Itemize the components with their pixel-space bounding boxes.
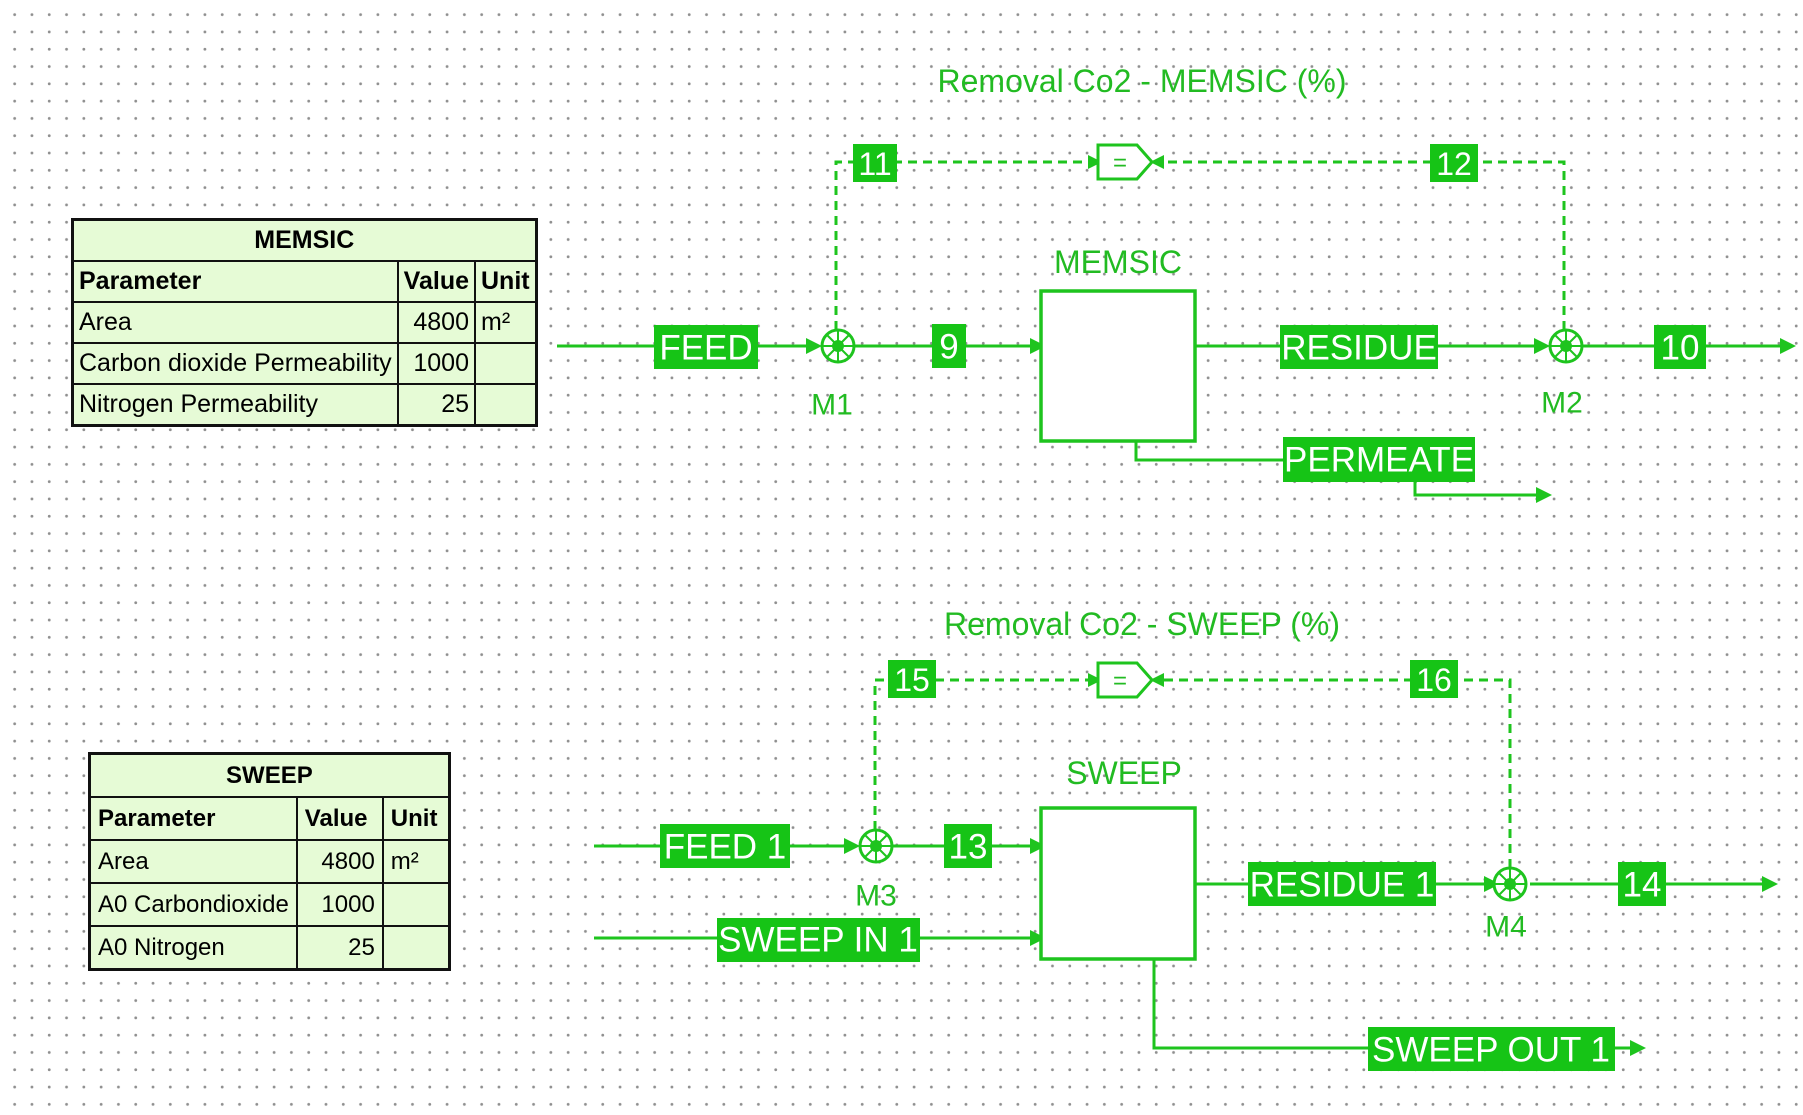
column-header-unit: Unit xyxy=(473,260,538,303)
mixer-m2-icon[interactable] xyxy=(1548,328,1584,364)
unit-cell xyxy=(473,383,538,427)
stream-label-15[interactable]: 15 xyxy=(888,660,936,698)
stream-label-16[interactable]: 16 xyxy=(1410,660,1458,698)
stream-label-13[interactable]: 13 xyxy=(944,824,992,868)
mixer-label-m2: M2 xyxy=(1541,387,1583,420)
svg-text:11: 11 xyxy=(858,146,891,182)
stream-label-permeate[interactable]: PERMEATE xyxy=(1283,437,1475,482)
unit-cell: m² xyxy=(381,839,451,884)
top-signal-lines xyxy=(834,155,1566,330)
table-header-row: Parameter Value Unit xyxy=(88,796,451,841)
svg-text:10: 10 xyxy=(1661,329,1700,368)
svg-text:14: 14 xyxy=(1623,866,1662,905)
svg-text:12: 12 xyxy=(1436,146,1472,182)
stream-label-residue[interactable]: RESIDUE xyxy=(1280,325,1438,369)
value-cell[interactable]: 4800 xyxy=(295,839,384,884)
svg-text:RESIDUE 1: RESIDUE 1 xyxy=(1250,866,1435,905)
table-row[interactable]: Nitrogen Permeability 25 xyxy=(71,383,538,427)
unit-name-memsic: MEMSIC xyxy=(1054,244,1182,280)
svg-text:16: 16 xyxy=(1416,662,1452,698)
svg-text:FEED 1: FEED 1 xyxy=(664,828,787,867)
parameter-cell: A0 Nitrogen xyxy=(88,925,298,971)
parameter-cell: Nitrogen Permeability xyxy=(71,383,399,427)
mixer-label-m1: M1 xyxy=(811,389,853,422)
stream-label-14[interactable]: 14 xyxy=(1618,862,1666,906)
value-cell[interactable]: 25 xyxy=(295,925,384,971)
equals-icon: = xyxy=(1113,668,1127,695)
stream-label-11[interactable]: 11 xyxy=(853,144,897,182)
stream-label-10[interactable]: 10 xyxy=(1654,325,1706,369)
svg-text:9: 9 xyxy=(939,328,958,367)
svg-text:RESIDUE: RESIDUE xyxy=(1281,329,1437,368)
column-header-parameter: Parameter xyxy=(71,260,399,303)
stream-label-12[interactable]: 12 xyxy=(1430,144,1478,182)
unit-cell xyxy=(381,882,451,927)
table-row[interactable]: Carbon dioxide Permeability 1000 xyxy=(71,342,538,385)
unit-cell xyxy=(473,342,538,385)
spec-label-memsic: Removal Co2 - MEMSIC (%) xyxy=(938,63,1347,99)
svg-text:FEED: FEED xyxy=(659,329,752,368)
table-row[interactable]: Area 4800 m² xyxy=(71,301,538,344)
equals-icon: = xyxy=(1113,150,1127,177)
value-cell[interactable]: 1000 xyxy=(295,882,384,927)
spec-block-sweep[interactable]: = xyxy=(1096,661,1155,699)
column-header-parameter: Parameter xyxy=(88,796,298,841)
table-header-row: Parameter Value Unit xyxy=(71,260,538,303)
mixer-label-m3: M3 xyxy=(855,880,897,913)
table-row[interactable]: A0 Carbondioxide 1000 xyxy=(88,882,451,927)
unit-name-sweep: SWEEP xyxy=(1066,755,1182,791)
unit-cell xyxy=(381,925,451,971)
stream-label-residue-1[interactable]: RESIDUE 1 xyxy=(1248,862,1436,906)
sweep-parameter-table[interactable]: SWEEP Parameter Value Unit Area 4800 m² … xyxy=(88,752,451,971)
column-header-value: Value xyxy=(396,260,477,303)
membrane-unit-memsic[interactable] xyxy=(1039,289,1197,443)
svg-text:SWEEP OUT 1: SWEEP OUT 1 xyxy=(1372,1031,1610,1070)
stream-label-feed[interactable]: FEED xyxy=(654,325,758,369)
svg-text:SWEEP IN 1: SWEEP IN 1 xyxy=(718,921,918,960)
spec-label-sweep: Removal Co2 - SWEEP (%) xyxy=(944,606,1340,642)
table-row[interactable]: Area 4800 m² xyxy=(88,839,451,884)
memsic-parameter-table[interactable]: MEMSIC Parameter Value Unit Area 4800 m²… xyxy=(71,218,538,427)
bottom-signal-lines xyxy=(873,673,1512,868)
stream-label-9[interactable]: 9 xyxy=(932,324,966,368)
value-cell[interactable]: 4800 xyxy=(396,301,477,344)
stream-label-sweep-out-1[interactable]: SWEEP OUT 1 xyxy=(1368,1027,1615,1071)
mixer-m1-icon[interactable] xyxy=(820,328,856,364)
table-title: MEMSIC xyxy=(71,218,538,262)
value-cell[interactable]: 1000 xyxy=(396,342,477,385)
parameter-cell: Area xyxy=(88,839,298,884)
column-header-unit: Unit xyxy=(381,796,451,841)
spec-block-memsic[interactable]: = xyxy=(1096,143,1155,181)
mixer-m3-icon[interactable] xyxy=(858,828,894,864)
membrane-unit-sweep[interactable] xyxy=(1039,806,1197,961)
mixer-label-m4: M4 xyxy=(1485,911,1527,944)
parameter-cell: A0 Carbondioxide xyxy=(88,882,298,927)
svg-text:15: 15 xyxy=(894,662,930,698)
stream-label-sweep-in-1[interactable]: SWEEP IN 1 xyxy=(717,918,920,962)
value-cell[interactable]: 25 xyxy=(396,383,477,427)
mixer-m4-icon[interactable] xyxy=(1492,866,1528,902)
unit-cell: m² xyxy=(473,301,538,344)
parameter-cell: Area xyxy=(71,301,399,344)
column-header-value: Value xyxy=(295,796,384,841)
svg-text:PERMEATE: PERMEATE xyxy=(1284,441,1474,480)
parameter-cell: Carbon dioxide Permeability xyxy=(71,342,399,385)
table-title: SWEEP xyxy=(88,752,451,798)
svg-text:13: 13 xyxy=(949,828,988,867)
stream-label-feed-1[interactable]: FEED 1 xyxy=(660,824,790,868)
table-row[interactable]: A0 Nitrogen 25 xyxy=(88,925,451,971)
